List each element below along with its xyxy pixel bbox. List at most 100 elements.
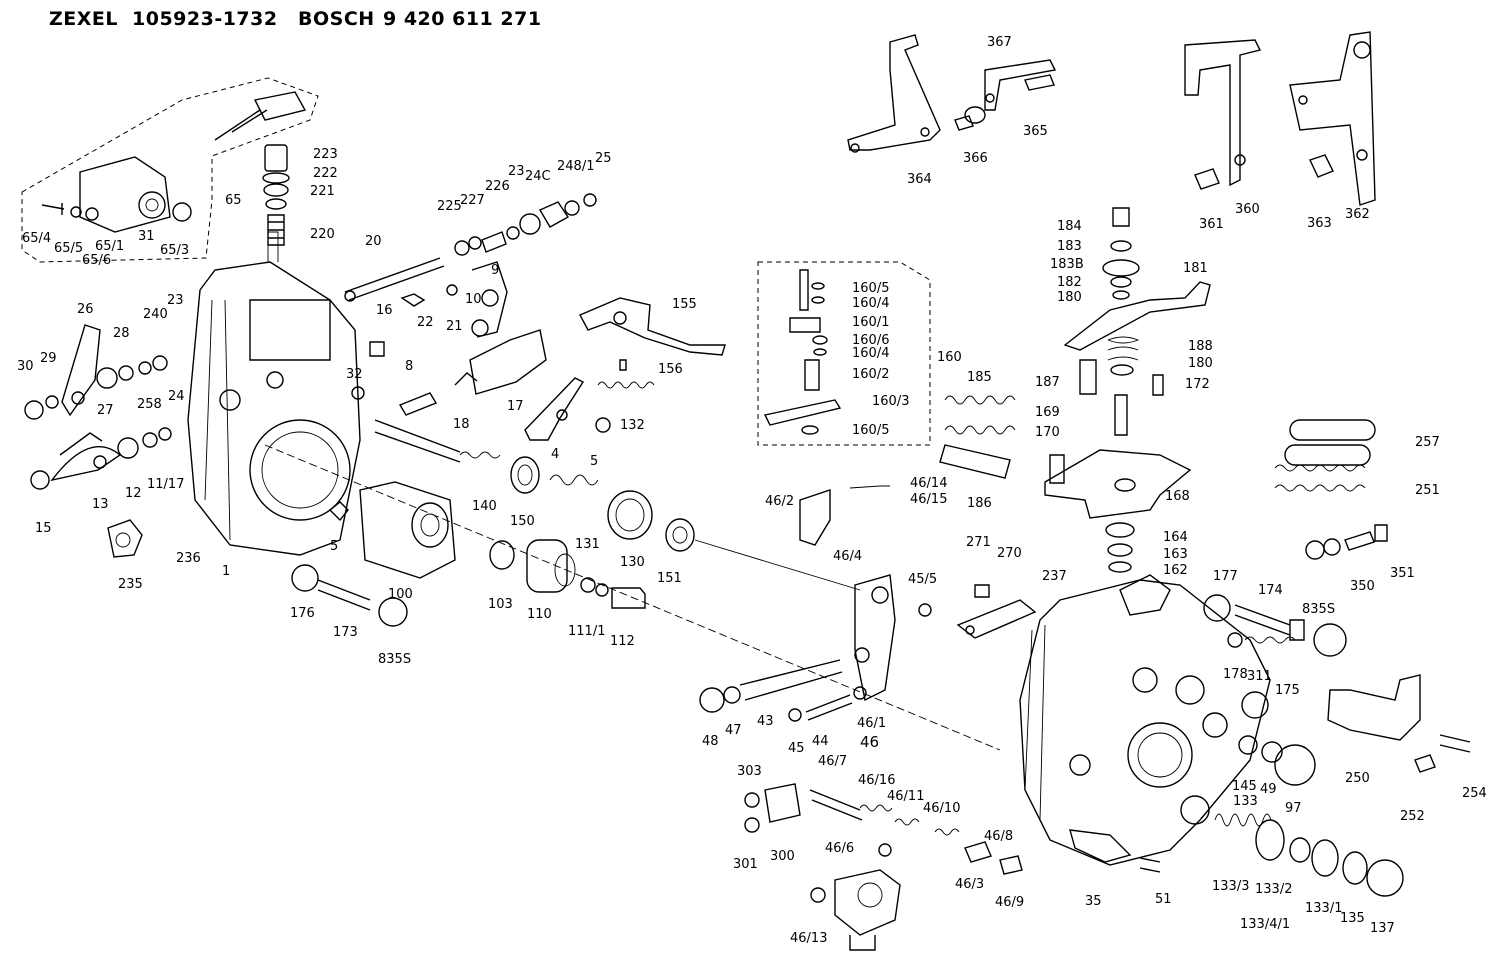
label: 257 xyxy=(1415,435,1440,450)
label: 170 xyxy=(1035,425,1060,440)
label: 112 xyxy=(610,634,635,649)
label: 132 xyxy=(620,418,645,433)
label: 23 xyxy=(167,293,184,308)
label: 110 xyxy=(527,607,552,622)
label: 180 xyxy=(1188,356,1213,371)
label: 35 xyxy=(1085,894,1102,909)
label: 160 xyxy=(937,350,962,365)
label: 250 xyxy=(1345,771,1370,786)
label: 21 xyxy=(446,319,463,334)
label: 135 xyxy=(1340,911,1365,926)
label: 46/14 xyxy=(910,476,947,491)
header-number-1: 105923-1732 xyxy=(132,8,278,30)
upper-shaft-parts xyxy=(344,193,597,416)
label: 303 xyxy=(737,764,762,779)
label: 100 xyxy=(388,587,413,602)
label: 185 xyxy=(967,370,992,385)
label: 180 xyxy=(1057,290,1082,305)
label: 361 xyxy=(1199,217,1224,232)
label: 5 xyxy=(590,454,598,469)
label: 160/1 xyxy=(852,315,889,330)
label: 252 xyxy=(1400,809,1425,824)
label: 362 xyxy=(1345,207,1370,222)
label: 65/4 xyxy=(22,231,51,246)
label: 45 xyxy=(788,741,805,756)
label: 46/10 xyxy=(923,801,960,816)
brackets-top xyxy=(847,31,1376,206)
label: 360 xyxy=(1235,202,1260,217)
label: 47 xyxy=(725,723,742,738)
label: 45/5 xyxy=(908,572,937,587)
label: 187 xyxy=(1035,375,1060,390)
label: 183B xyxy=(1050,257,1084,272)
label: 8 xyxy=(405,359,413,374)
label: 835S xyxy=(378,652,411,667)
main-housing xyxy=(187,231,361,556)
label: 24 xyxy=(168,389,185,404)
linkage-46 xyxy=(799,485,932,702)
label: 46/8 xyxy=(984,829,1013,844)
label: 145 xyxy=(1232,779,1257,794)
label: 133/4/1 xyxy=(1240,917,1290,932)
label: 182 xyxy=(1057,275,1082,290)
label: 175 xyxy=(1275,683,1300,698)
parts-133-stack xyxy=(1139,813,1404,897)
label: 65 xyxy=(225,193,242,208)
label: 181 xyxy=(1183,261,1208,276)
label: 133/2 xyxy=(1255,882,1292,897)
label: 133/3 xyxy=(1212,879,1249,894)
label: 254 xyxy=(1462,786,1487,801)
label: 350 xyxy=(1350,579,1375,594)
label: 178 xyxy=(1223,667,1248,682)
parts-350-351 xyxy=(1305,524,1388,560)
label: 366 xyxy=(963,151,988,166)
label: 835S xyxy=(1302,602,1335,617)
label: 300 xyxy=(770,849,795,864)
label: 251 xyxy=(1415,483,1440,498)
label: 32 xyxy=(346,367,363,382)
part-labels: 65/4 65/5 65/6 65/1 65/3 65 223 222 221 … xyxy=(17,35,1487,946)
label: 225 xyxy=(437,199,462,214)
label: 160/2 xyxy=(852,367,889,382)
label: 65/3 xyxy=(160,243,189,258)
label: 103 xyxy=(488,597,513,612)
label: 111/1 xyxy=(568,624,605,639)
label: 48 xyxy=(702,734,719,749)
label: 46/6 xyxy=(825,841,854,856)
label: 223 xyxy=(313,147,338,162)
label: 271 xyxy=(966,535,991,550)
left-levers xyxy=(24,324,172,558)
header-brand-1: ZEXEL xyxy=(49,8,118,30)
label: 150 xyxy=(510,514,535,529)
label: 168 xyxy=(1165,489,1190,504)
label: 137 xyxy=(1370,921,1395,936)
label: 20 xyxy=(365,234,382,249)
label: 367 xyxy=(987,35,1012,50)
lever-181-stack xyxy=(1063,207,1211,436)
label: 160/6 xyxy=(852,333,889,348)
label: 4 xyxy=(551,447,559,462)
lever-4-spring-132 xyxy=(524,377,655,441)
label: 155 xyxy=(672,297,697,312)
label: 258 xyxy=(137,397,162,412)
label: 22 xyxy=(417,315,434,330)
label: 12 xyxy=(125,486,142,501)
label: 236 xyxy=(176,551,201,566)
label: 176 xyxy=(290,606,315,621)
label: 10 xyxy=(465,292,482,307)
label: 227 xyxy=(460,193,485,208)
label: 16 xyxy=(376,303,393,318)
label: 160/5 xyxy=(852,423,889,438)
label: 46/1 xyxy=(857,716,886,731)
label: 43 xyxy=(757,714,774,729)
label: 24C xyxy=(525,169,551,184)
label: 183 xyxy=(1057,239,1082,254)
label: 26 xyxy=(77,302,94,317)
label: 46 xyxy=(860,733,879,751)
weight-carrier xyxy=(291,481,646,627)
label: 301 xyxy=(733,857,758,872)
label: 160/4 xyxy=(852,346,889,361)
label: 49 xyxy=(1260,782,1277,797)
springs-251-257 xyxy=(1274,419,1376,492)
governor-shaft xyxy=(264,419,1001,751)
